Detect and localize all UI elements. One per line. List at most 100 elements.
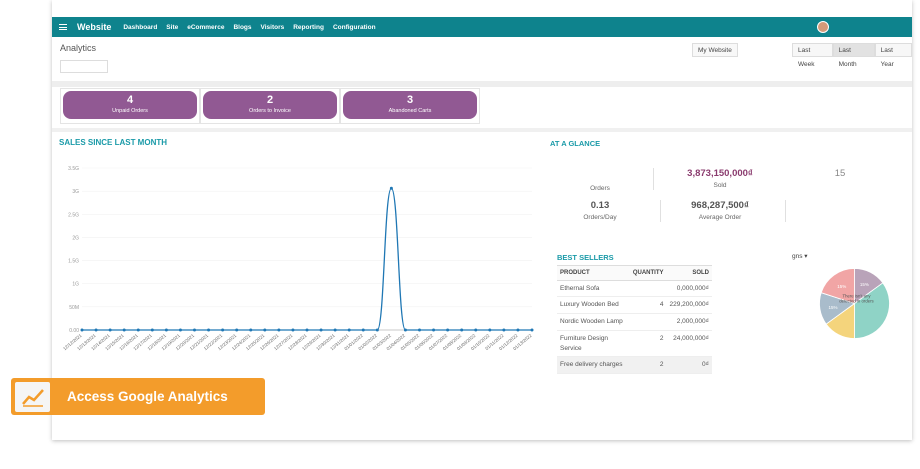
col-sold[interactable]: SOLD <box>666 266 712 281</box>
product-name: Nordic Wooden Lamp <box>557 313 630 331</box>
sold-label: Sold <box>713 182 727 189</box>
sold-value: 3,873,150,000₫ <box>687 168 753 179</box>
menu-configuration[interactable]: Configuration <box>332 23 376 31</box>
product-qty <box>629 313 667 331</box>
data-point <box>432 328 436 332</box>
data-point <box>263 328 267 332</box>
data-point <box>277 328 281 332</box>
table-row[interactable]: Nordic Wooden Lamp 2,000,000₫ <box>557 313 712 331</box>
y-tick-label: 3G <box>72 189 79 195</box>
period-last-year[interactable]: Last Year <box>874 43 912 68</box>
kpi-orders-to-invoice[interactable]: 2 Orders to Invoice <box>200 88 340 124</box>
data-point <box>122 328 126 332</box>
table-row[interactable]: Ethernal Sofa 0,000,000₫ <box>557 280 712 298</box>
data-point <box>108 328 112 332</box>
y-tick-label: 2.5G <box>68 212 79 218</box>
menu-blogs[interactable]: Blogs <box>233 23 252 31</box>
pie-slice-label: 15% <box>837 284 846 289</box>
period-last-month[interactable]: Last Month <box>832 43 875 68</box>
data-point <box>94 328 98 332</box>
top-navbar: Website Dashboard Site eCommerce Blogs V… <box>52 17 912 37</box>
product-sold: 24,000,000₫ <box>666 330 712 358</box>
data-point <box>333 328 337 332</box>
menu-reporting[interactable]: Reporting <box>293 23 324 31</box>
glance-title: AT A GLANCE <box>550 139 601 148</box>
kpi-value: 3 <box>406 94 414 106</box>
section-divider <box>52 128 912 132</box>
menu-visitors[interactable]: Visitors <box>260 23 285 31</box>
col-product[interactable]: PRODUCT <box>557 266 630 281</box>
data-point <box>446 328 450 332</box>
data-point <box>530 328 534 332</box>
data-point <box>361 328 365 332</box>
kpi-row: 4 Unpaid Orders 2 Orders to Invoice 3 Ab… <box>60 88 480 124</box>
google-analytics-label: Access Google Analytics <box>67 389 228 404</box>
data-point <box>460 328 464 332</box>
product-qty: 2 <box>629 330 667 358</box>
header-divider <box>52 81 912 87</box>
data-point <box>474 328 478 332</box>
google-analytics-button[interactable]: Access Google Analytics <box>11 378 265 415</box>
user-avatar[interactable] <box>817 21 829 33</box>
y-tick-label: 1.5G <box>68 259 79 265</box>
orders-per-day-value: 0.13 <box>590 200 610 211</box>
kpi-unpaid-orders[interactable]: 4 Unpaid Orders <box>60 88 200 124</box>
data-point <box>193 328 196 332</box>
kpi-value: 4 <box>126 94 134 106</box>
data-point <box>319 328 323 332</box>
search-input[interactable] <box>60 60 108 73</box>
orders-per-day-label: Orders/Day <box>583 214 617 221</box>
table-row[interactable]: Luxury Wooden Bed 4 229,200,000₫ <box>557 296 712 314</box>
data-point <box>291 328 295 332</box>
data-point <box>347 328 351 332</box>
pie-slice <box>854 282 890 339</box>
kpi-label: Unpaid Orders <box>112 108 148 114</box>
product-qty <box>629 280 667 298</box>
col-quantity[interactable]: QUANTITY <box>629 266 667 281</box>
series-line <box>82 187 532 331</box>
data-point <box>488 328 492 332</box>
data-point <box>418 328 421 332</box>
website-selector[interactable]: My Website <box>692 43 738 57</box>
data-point <box>164 328 168 332</box>
pie-slice <box>820 268 855 305</box>
y-tick-label: 2G <box>72 235 79 241</box>
data-point <box>389 186 393 190</box>
table-row[interactable]: Free delivery charges 2 0₫ <box>557 356 712 374</box>
data-point <box>207 328 211 332</box>
menu-icon[interactable] <box>59 24 67 30</box>
y-tick-label: 3.5G <box>68 166 79 172</box>
best-sellers-title: BEST SELLERS <box>557 253 614 262</box>
app-brand[interactable]: Website <box>77 22 112 32</box>
data-point <box>150 328 154 332</box>
table-row[interactable]: Furniture Design Service 2 24,000,000₫ <box>557 330 712 358</box>
y-tick-label: 1G <box>72 282 79 288</box>
breadcrumb: Analytics <box>60 43 97 53</box>
menu-site[interactable]: Site <box>166 23 179 31</box>
orders-label: Orders <box>590 185 610 192</box>
data-point <box>235 328 239 332</box>
chart-trend-icon <box>15 381 50 412</box>
data-point <box>502 328 506 332</box>
y-tick-label: 50M <box>69 305 79 311</box>
product-sold: 229,200,000₫ <box>666 296 712 314</box>
kpi-label: Abandoned Carts <box>388 108 432 114</box>
average-order-value: 968,287,500₫ <box>691 200 749 211</box>
best-sellers-table: PRODUCT QUANTITY SOLD Ethernal Sofa 0,00… <box>557 265 712 374</box>
menu-ecommerce[interactable]: eCommerce <box>187 23 225 31</box>
product-sold: 0₫ <box>666 356 712 374</box>
data-point <box>516 328 520 332</box>
menu-dashboard[interactable]: Dashboard <box>123 23 158 31</box>
pie-group-selector[interactable]: gns ▾ <box>792 253 808 260</box>
product-sold: 2,000,000₫ <box>666 313 712 331</box>
product-qty: 4 <box>629 296 667 314</box>
data-point <box>221 328 225 332</box>
y-tick-label: 0.00 <box>69 328 79 334</box>
data-point <box>375 328 379 332</box>
period-last-week[interactable]: Last Week <box>792 43 833 68</box>
product-name: Luxury Wooden Bed <box>557 296 630 314</box>
kpi-abandoned-carts[interactable]: 3 Abandoned Carts <box>340 88 480 124</box>
data-point <box>136 328 140 332</box>
